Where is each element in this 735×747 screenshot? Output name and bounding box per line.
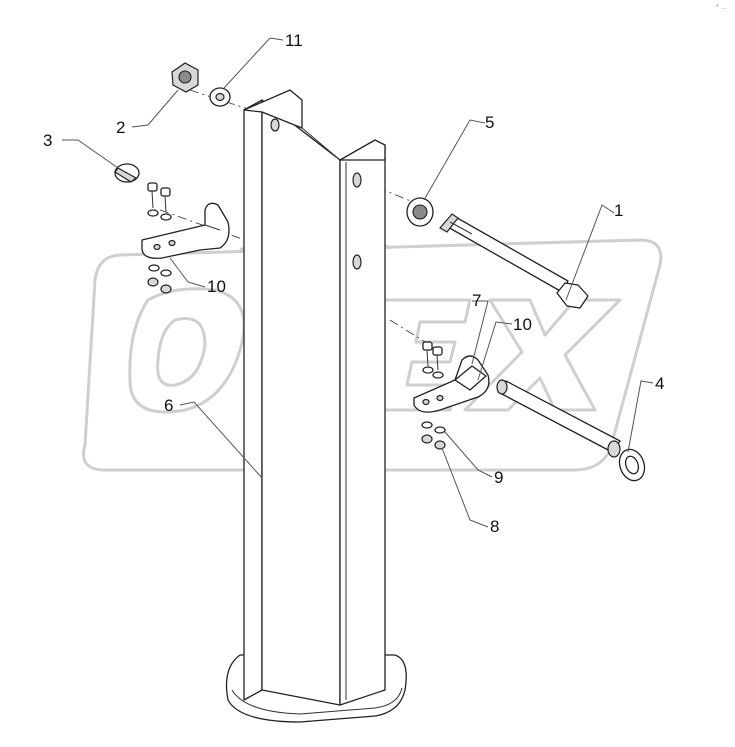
- cap-part-3: [114, 163, 140, 183]
- callout-4: 4: [655, 374, 664, 393]
- callout-1: 1: [614, 201, 623, 220]
- leader-lines: [62, 37, 654, 528]
- bracket-upper-part-10: [141, 182, 230, 294]
- washer-part-11: [209, 87, 231, 107]
- assembly-axis-bolt: [359, 179, 421, 206]
- callout-11: 11: [285, 31, 303, 50]
- callout-10-right: 10: [513, 315, 532, 334]
- callout-10-left: 10: [207, 277, 226, 296]
- callout-8: 8: [490, 517, 499, 536]
- callout-6: 6: [164, 396, 173, 415]
- nut-part-2: [171, 62, 199, 93]
- callout-5: 5: [485, 113, 494, 132]
- bracket-lower-part-10: [413, 341, 490, 450]
- callout-2: 2: [116, 118, 125, 137]
- callout-7: 7: [472, 291, 481, 310]
- bolt-part-1: [439, 213, 589, 309]
- corner-mark: * ...: [716, 4, 727, 11]
- callout-9: 9: [494, 468, 503, 487]
- post-part-6: [225, 89, 407, 723]
- assembly-axis-lower: [389, 319, 431, 346]
- callout-labels: 1 2 3 4 5 6 7 8 9 10 10 11: [43, 31, 664, 536]
- callout-3: 3: [43, 131, 52, 150]
- spacer-part-5: [406, 197, 434, 227]
- pin-part-4: [496, 379, 646, 482]
